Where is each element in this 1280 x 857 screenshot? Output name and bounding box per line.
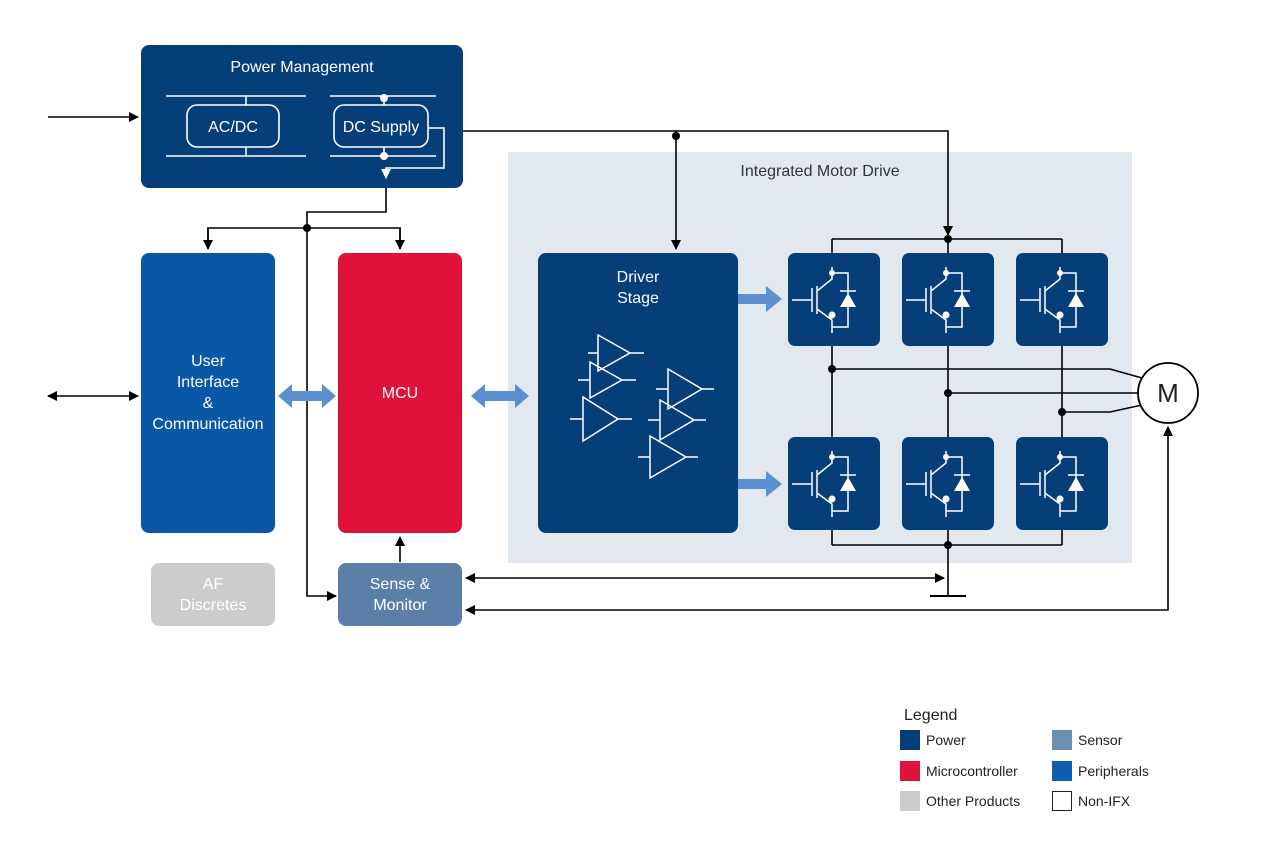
driver-low-side-arrow: [738, 471, 782, 497]
mcu-block[interactable]: MCU: [338, 253, 462, 533]
mcu-label: MCU: [381, 384, 419, 402]
af-discretes-label: AF Discretes: [179, 575, 247, 614]
acdc-box: [186, 104, 280, 148]
legend-swatch-non-ifx: [1052, 791, 1072, 811]
ui-mcu-bus-arrow: [278, 384, 336, 408]
legend-swatch-other-products: [900, 791, 920, 811]
integrated-motor-drive-title: Integrated Motor Drive: [740, 163, 900, 180]
driver-amplifier-icons: [570, 333, 714, 480]
legend-item-other-products: Other Products: [900, 790, 1020, 812]
sense-monitor-label: Sense & Monitor: [369, 575, 431, 614]
af-discretes-block[interactable]: AF Discretes: [151, 563, 275, 626]
legend-item-peripherals: Peripherals: [1052, 760, 1149, 782]
igbt-switch-low-2-icon: [902, 437, 994, 530]
legend-label-peripherals: Peripherals: [1078, 763, 1149, 779]
driver-high-side-arrow: [738, 286, 782, 312]
user-interface-label: User Interface & Communication: [152, 353, 264, 433]
bus-arrows: [278, 286, 782, 497]
legend-swatch-power: [900, 730, 920, 750]
igbt-switch-low-3-icon: [1016, 437, 1108, 530]
driver-stage-label: Driver Stage: [616, 269, 660, 307]
igbt-switch-low-1-icon: [788, 437, 880, 530]
legend: Legend Power Microcontroller Other Produ…: [900, 705, 1200, 825]
motor-icon: [1137, 362, 1199, 424]
dc-supply-label: DC Supply: [343, 119, 419, 136]
power-management-internals: [166, 95, 445, 179]
igbt-switch-high-1-icon: [788, 253, 880, 346]
legend-label-other-products: Other Products: [926, 793, 1021, 809]
igbt-switch-high-3-icon: [1016, 253, 1108, 346]
legend-swatch-sensor: [1052, 730, 1072, 750]
legend-item-power: Power: [900, 729, 966, 751]
legend-label-microcontroller: Microcontroller: [926, 763, 1018, 779]
legend-label-power: Power: [926, 732, 966, 748]
legend-item-non-ifx: Non-IFX: [1052, 790, 1130, 812]
power-management-block[interactable]: Power Management: [141, 45, 463, 188]
acdc-label: AC/DC: [208, 119, 258, 136]
motor-label: M: [1157, 378, 1179, 408]
legend-label-non-ifx: Non-IFX: [1078, 793, 1131, 809]
user-interface-communication-block[interactable]: User Interface & Communication: [141, 253, 275, 533]
legend-label-sensor: Sensor: [1078, 732, 1123, 748]
legend-title: Legend: [904, 707, 958, 724]
dc-supply-box: [333, 104, 429, 148]
legend-swatch-peripherals: [1052, 761, 1072, 781]
sense-monitor-block[interactable]: Sense & Monitor: [338, 563, 462, 626]
legend-item-microcontroller: Microcontroller: [900, 760, 1018, 782]
transistor-tiles: [788, 253, 1108, 530]
legend-swatch-microcontroller: [900, 761, 920, 781]
igbt-switch-high-2-icon: [902, 253, 994, 346]
legend-item-sensor: Sensor: [1052, 729, 1122, 751]
power-management-title: Power Management: [230, 59, 374, 76]
mcu-driver-bus-arrow: [471, 384, 529, 408]
